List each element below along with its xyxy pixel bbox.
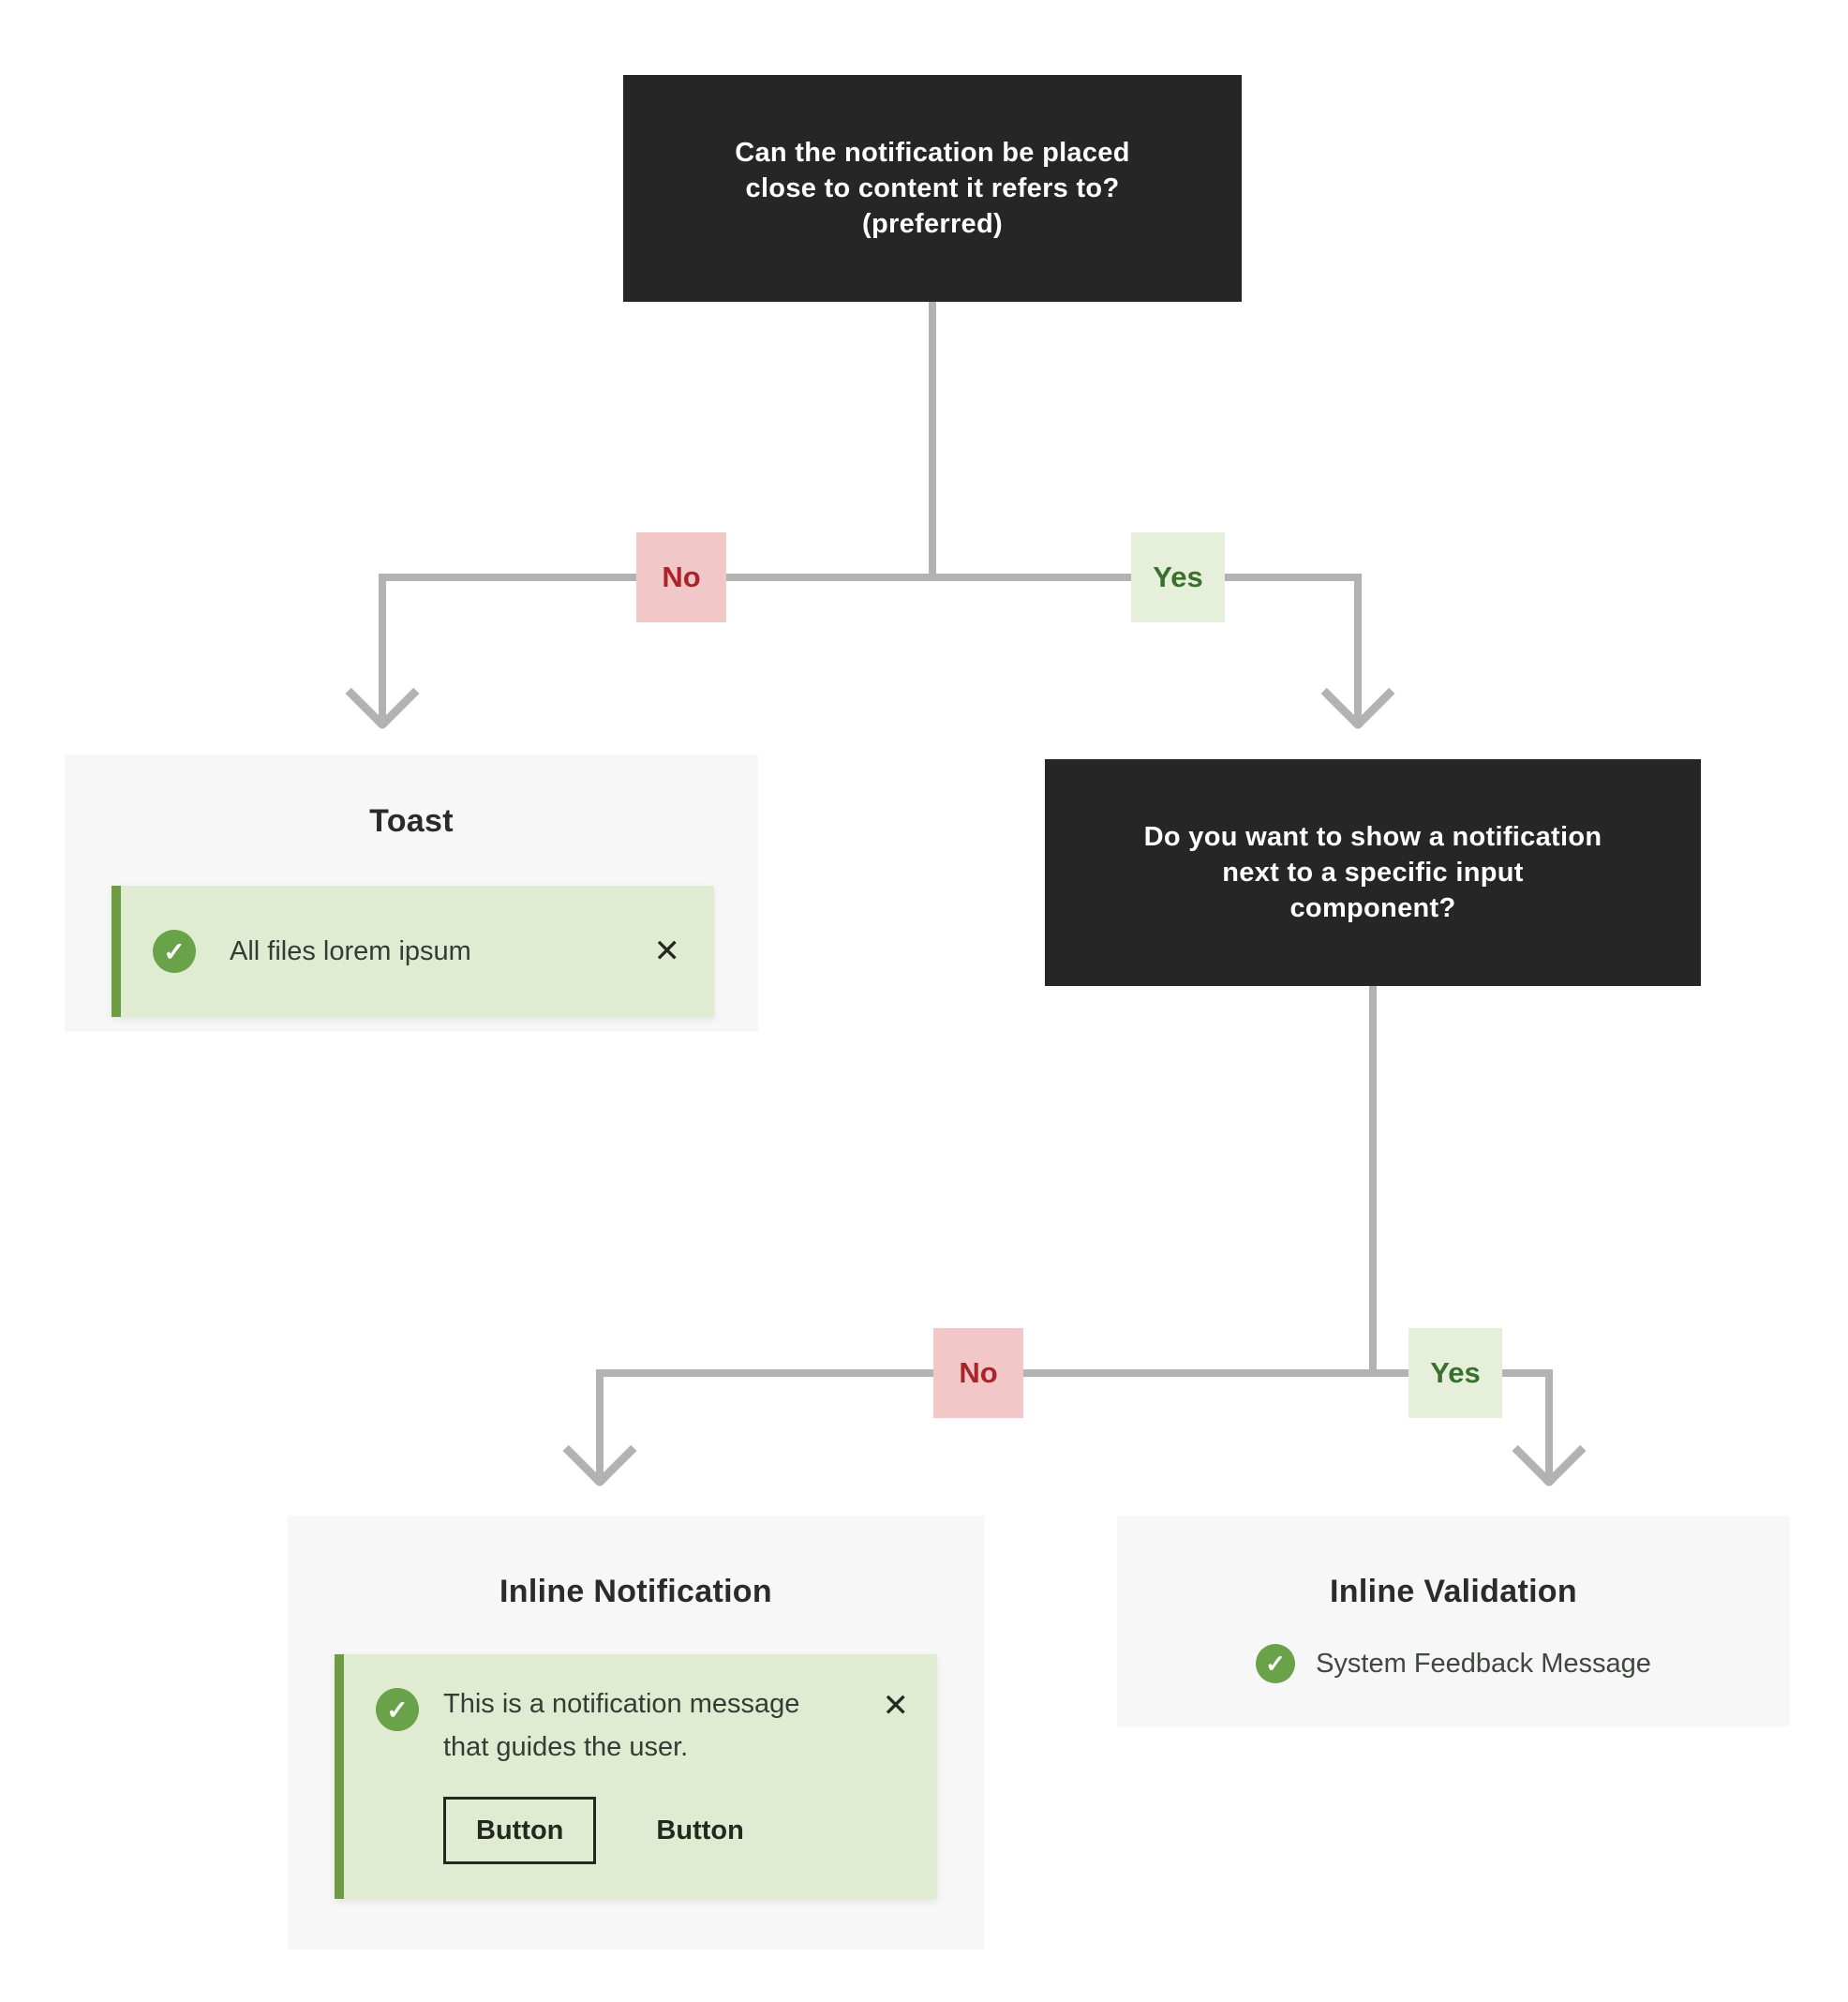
panel-title: Toast xyxy=(369,803,454,839)
question-line: Do you want to show a notification xyxy=(1143,822,1602,852)
primary-button[interactable]: Button xyxy=(443,1797,597,1864)
edge-label-yes: Yes xyxy=(1131,532,1225,622)
notification-message: This is a notification message that guid… xyxy=(443,1682,883,1769)
question-line: Can the notification be placed xyxy=(735,138,1130,168)
arrowhead-down-icon xyxy=(562,1413,637,1488)
connector-branch1-horizontal xyxy=(379,574,1362,581)
connector-branch2-horizontal xyxy=(596,1369,1553,1377)
arrowhead-down-icon xyxy=(345,656,420,731)
close-icon[interactable]: ✕ xyxy=(882,1688,910,1724)
edge-label-no: No xyxy=(933,1328,1023,1418)
question-line: next to a specific input xyxy=(1222,858,1524,888)
check-icon: ✓ xyxy=(1256,1644,1296,1683)
connector-stem-q2 xyxy=(1369,986,1377,1377)
check-icon: ✓ xyxy=(376,1688,419,1731)
connector-branch1-right-drop xyxy=(1354,574,1362,720)
inline-validation-result-panel: Inline Validation ✓ System Feedback Mess… xyxy=(1117,1516,1790,1726)
connector-branch1-left-drop xyxy=(379,574,386,720)
panel-title: Inline Validation xyxy=(1330,1574,1577,1609)
question-node-input-component: Do you want to show a notification next … xyxy=(1045,759,1701,986)
connector-branch2-left-drop xyxy=(596,1369,604,1477)
arrowhead-down-icon xyxy=(1320,656,1395,731)
edge-label-yes: Yes xyxy=(1408,1328,1502,1418)
check-icon: ✓ xyxy=(153,930,196,973)
inline-notification: ✓ This is a notification message that gu… xyxy=(335,1654,937,1899)
arrowhead-down-icon xyxy=(1512,1413,1587,1488)
toast-notification: ✓ All files lorem ipsum ✕ xyxy=(112,886,714,1017)
notification-message-line: that guides the user. xyxy=(443,1732,689,1762)
connector-stem-q1 xyxy=(929,302,936,581)
connector-branch2-right-drop xyxy=(1545,1369,1553,1477)
edge-label-no: No xyxy=(636,532,726,622)
close-icon[interactable]: ✕ xyxy=(653,934,681,969)
ghost-button[interactable]: Button xyxy=(650,1815,749,1847)
toast-result-panel: Toast ✓ All files lorem ipsum ✕ xyxy=(65,754,758,1032)
notification-message-line: This is a notification message xyxy=(443,1689,800,1719)
question-line: component? xyxy=(1289,893,1456,923)
toast-message: All files lorem ipsum xyxy=(230,935,471,966)
question-node-placement: Can the notification be placed close to … xyxy=(623,75,1242,302)
validation-message: System Feedback Message xyxy=(1316,1648,1651,1679)
panel-title: Inline Notification xyxy=(499,1574,772,1609)
question-line: close to content it refers to? xyxy=(745,173,1120,203)
question-line: (preferred) xyxy=(862,209,1003,239)
inline-notification-result-panel: Inline Notification ✓ This is a notifica… xyxy=(288,1516,984,1950)
